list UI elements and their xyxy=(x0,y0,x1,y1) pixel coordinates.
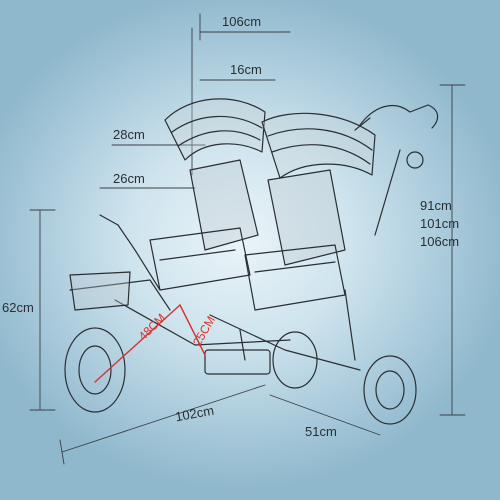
front-basket xyxy=(69,271,131,311)
front-wheel xyxy=(64,327,126,413)
canopy-left xyxy=(164,98,266,161)
dim-canopy-width: 16cm xyxy=(230,62,262,77)
dim-handle-height-low: 91cm xyxy=(420,198,452,213)
dim-seat-height: 62cm xyxy=(2,300,34,315)
rear-wheel-left xyxy=(272,331,318,389)
frame xyxy=(69,214,361,375)
dim-handle-height-high: 106cm xyxy=(420,234,460,249)
dim-seat-depth-lower: 26cm xyxy=(113,171,145,186)
dim-handle-height-mid: 101cm xyxy=(420,216,460,231)
seats xyxy=(149,159,346,311)
rear-wheel-right xyxy=(363,355,417,425)
dim-rear-width: 51cm xyxy=(305,424,337,439)
footrest-measure xyxy=(94,304,206,383)
dimension-lines xyxy=(29,13,466,465)
push-handle xyxy=(354,104,439,236)
canopy-right xyxy=(261,112,376,179)
dim-top-width: 106cm xyxy=(222,14,262,29)
dim-seat-depth-upper: 28cm xyxy=(113,127,145,142)
